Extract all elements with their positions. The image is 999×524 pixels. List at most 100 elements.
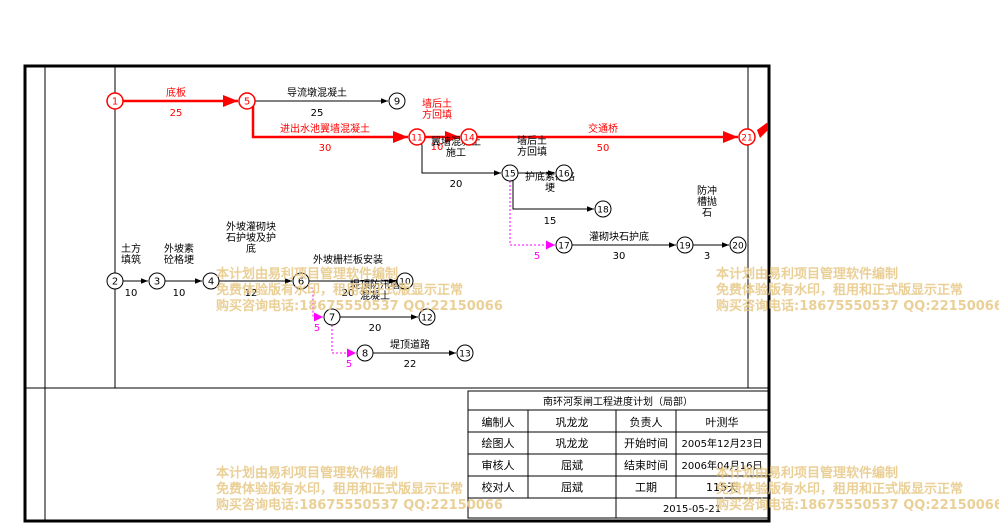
- node-number: 3: [154, 277, 160, 288]
- field-value: 屈斌: [561, 481, 583, 494]
- activity-name: 防冲槽抛石: [697, 184, 717, 219]
- node-number: 2: [112, 277, 118, 288]
- activity-duration: 30: [613, 251, 626, 262]
- node-number: 16: [558, 170, 570, 180]
- activity-name: 堤顶防汛墙混凝土: [350, 278, 400, 302]
- event-node-10: 10: [396, 272, 414, 290]
- node-number: 10: [399, 278, 411, 288]
- field-label: 工期: [635, 481, 657, 494]
- node-number: 14: [463, 134, 475, 144]
- flag-icon: [757, 122, 768, 138]
- field-label: 负责人: [630, 415, 663, 429]
- activity-duration: 10: [431, 142, 444, 153]
- node-number: 9: [394, 97, 400, 108]
- node-number: 11: [411, 134, 422, 144]
- field-label: 绘图人: [482, 436, 515, 450]
- activity-duration: 50: [597, 143, 610, 154]
- node-number: 15: [504, 170, 515, 180]
- activity-name: 外坡栅栏板安装: [313, 253, 383, 266]
- activity-duration: 10: [125, 288, 138, 299]
- node-number: 4: [208, 277, 214, 288]
- activity-name: 土方填筑: [121, 242, 141, 266]
- project-title: 南环河泵闸工程进度计划（局部）: [543, 395, 693, 408]
- activity-duration: 20: [369, 323, 382, 334]
- node-number: 13: [459, 350, 470, 360]
- event-node-15: 15: [501, 164, 519, 182]
- project-date: 2015-05-21: [663, 504, 721, 515]
- activity-name: 外坡灌砌块石护坡及护底: [226, 220, 276, 255]
- activity-name: 导流墩混凝土: [287, 86, 347, 99]
- event-node-2: 2: [106, 272, 124, 290]
- event-node-7: 7: [323, 308, 341, 326]
- activity-duration: 22: [404, 359, 417, 370]
- event-node-8: 8: [356, 344, 374, 362]
- activity-duration: 25: [170, 108, 183, 119]
- event-node-3: 3: [148, 272, 166, 290]
- activity-name: 底板: [166, 86, 186, 99]
- watermark: 本计划由易利项目管理软件编制免费体验版有水印，租用和正式版显示正常购买咨询电话:…: [216, 466, 503, 513]
- event-node-1: 1: [106, 92, 124, 110]
- activity-duration: 20: [450, 179, 463, 190]
- node-number: 8: [362, 349, 368, 360]
- node-number: 5: [244, 97, 250, 108]
- field-value: 115天: [706, 481, 738, 494]
- activity-name: 灌砌块石护底: [589, 230, 649, 243]
- activity-name: 进出水池翼墙混凝土: [280, 122, 370, 135]
- event-node-14: 14: [460, 128, 478, 146]
- field-value: 2005年12月23日: [682, 437, 763, 450]
- activity-name: 外坡素砼格埂: [164, 242, 194, 266]
- activity-duration: 5: [314, 323, 320, 334]
- activity-name: 堤顶道路: [390, 338, 430, 351]
- field-value: 巩龙龙: [556, 437, 589, 450]
- activity-duration: 20: [342, 288, 355, 299]
- event-node-9: 9: [388, 92, 406, 110]
- event-node-17: 17: [555, 236, 573, 254]
- node-number: 19: [679, 242, 691, 252]
- activity-duration: 12: [245, 288, 258, 299]
- activity-duration: 5: [534, 251, 540, 262]
- activity-duration: 30: [319, 143, 332, 154]
- event-node-21: 21: [738, 128, 756, 146]
- drawing-frame: [23, 64, 771, 523]
- field-label: 结束时间: [624, 459, 668, 472]
- event-node-6: 6: [292, 272, 310, 290]
- activity-duration: 3: [704, 251, 710, 262]
- field-label: 校对人: [482, 480, 515, 494]
- field-value: 2006年04月16日: [682, 459, 763, 472]
- watermark: 本计划由易利项目管理软件编制免费体验版有水印，租用和正式版显示正常购买咨询电话:…: [716, 267, 999, 314]
- event-node-16: 16: [555, 164, 573, 182]
- activity-duration: 25: [311, 108, 324, 119]
- event-node-19: 19: [676, 236, 694, 254]
- event-node-5: 5: [238, 92, 256, 110]
- watermark: 本计划由易利项目管理软件编制免费体验版有水印，租用和正式版显示正常购买咨询电话:…: [216, 267, 503, 314]
- field-label: 开始时间: [624, 436, 668, 450]
- field-value: 巩龙龙: [556, 416, 589, 429]
- event-node-18: 18: [594, 200, 612, 218]
- activity-duration: 5: [346, 359, 352, 370]
- activity-name: 交通桥: [588, 122, 618, 135]
- event-node-20: 20: [729, 236, 747, 254]
- activity-name: 墙后土方回填: [422, 97, 452, 121]
- field-label: 编制人: [482, 415, 515, 429]
- title-block: 南环河泵闸工程进度计划（局部） 编制人 巩龙龙 负责人 叶测华 绘图人 巩龙龙 …: [467, 390, 769, 519]
- field-value: 屈斌: [561, 459, 583, 472]
- dummy-activity-arrow: [300, 280, 323, 322]
- node-number: 6: [298, 277, 304, 288]
- node-number: 12: [421, 314, 432, 324]
- node-number: 20: [732, 242, 744, 252]
- event-node-4: 4: [202, 272, 220, 290]
- event-node-12: 12: [418, 308, 436, 326]
- watermark: 本计划由易利项目管理软件编制免费体验版有水印，租用和正式版显示正常购买咨询电话:…: [716, 466, 999, 513]
- activity-duration: 15: [544, 216, 557, 227]
- node-number: 18: [597, 206, 609, 216]
- field-value: 叶测华: [706, 415, 739, 429]
- node-number: 7: [329, 313, 335, 324]
- event-node-13: 13: [456, 344, 474, 362]
- activity-duration: 10: [173, 288, 186, 299]
- node-number: 21: [741, 134, 752, 144]
- node-number: 1: [112, 97, 118, 108]
- node-number: 17: [558, 242, 569, 252]
- field-label: 审核人: [482, 458, 515, 472]
